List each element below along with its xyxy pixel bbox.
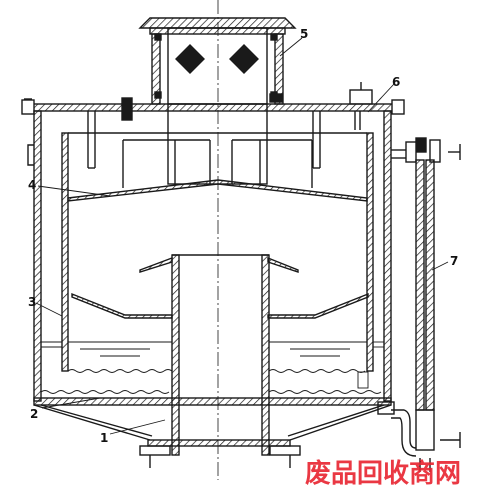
hood-bolts [154, 33, 278, 99]
leader-lines [35, 37, 449, 435]
callout-5: 5 [300, 27, 308, 41]
conical-baffle [67, 179, 368, 202]
callout-4: 4 [28, 178, 36, 192]
sight-glass-pipe [377, 137, 461, 472]
inner-cylinder [61, 103, 374, 372]
top-right-fitting [349, 82, 373, 130]
vent-diamond-right [229, 44, 259, 74]
bottom-cone [33, 404, 392, 468]
top-vent-hood [138, 0, 297, 480]
distribution-cone [71, 256, 369, 319]
central-tube [171, 254, 270, 456]
callout-6: 6 [392, 75, 400, 89]
callout-2: 2 [30, 407, 38, 421]
watermark: 废品回收商网 [305, 458, 461, 489]
callout-1: 1 [100, 431, 108, 445]
vent-diamond-left [175, 44, 205, 74]
callout-7: 7 [450, 254, 458, 268]
callout-3: 3 [28, 295, 36, 309]
main-lid [21, 93, 405, 121]
liquid-surface [40, 341, 384, 394]
callout-labels: 1 2 3 4 5 6 7 [28, 27, 458, 445]
